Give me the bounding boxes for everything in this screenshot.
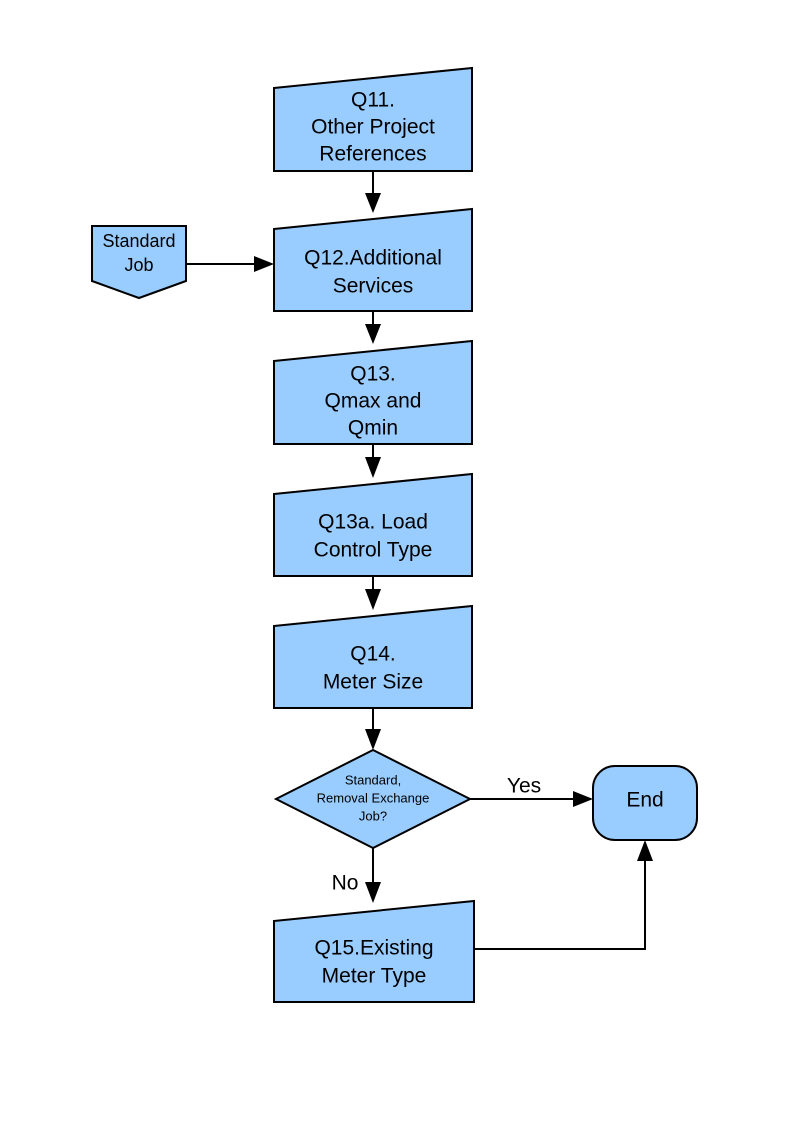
node-decision-line1: Standard, <box>345 772 401 787</box>
edge-q14-to-decision <box>365 708 381 750</box>
node-q14-line1: Q14. <box>350 643 396 666</box>
node-standard-job-line1: Standard <box>102 231 175 251</box>
node-q11-line2: Other Project <box>311 116 435 139</box>
node-q13[interactable]: Q13. Qmax and Qmin <box>273 339 473 445</box>
node-q15-line1: Q15.Existing <box>314 937 433 960</box>
node-standard-job[interactable]: Standard Job <box>91 225 187 300</box>
node-q14-line2: Meter Size <box>323 671 423 694</box>
node-q13-line2: Qmax and <box>325 390 422 413</box>
node-q13-line3: Qmin <box>348 417 398 440</box>
edge-q13-to-q13a <box>365 444 381 478</box>
node-standard-job-line2: Job <box>124 255 153 275</box>
node-decision-line2: Removal Exchange <box>317 790 430 805</box>
edge-q15-to-end <box>474 840 653 950</box>
node-q11-line1: Q11. <box>351 89 395 112</box>
node-q12-line1: Q12.Additional <box>304 247 442 270</box>
node-end-label: End <box>626 789 663 812</box>
edge-decision-to-q15-no <box>365 848 381 903</box>
node-q13-line1: Q13. <box>350 363 396 386</box>
edge-standard-job-to-q12 <box>187 256 274 272</box>
node-q15[interactable]: Q15.Existing Meter Type <box>273 899 475 1003</box>
node-decision[interactable]: Standard, Removal Exchange Job? <box>273 748 473 850</box>
edge-q11-to-q12 <box>365 171 381 213</box>
node-q13a[interactable]: Q13a. Load Control Type <box>273 472 473 577</box>
node-q11[interactable]: Q11. Other Project References <box>273 66 473 172</box>
edge-q12-to-q13 <box>365 311 381 344</box>
edge-decision-to-end-yes <box>470 791 593 807</box>
edge-q13a-to-q14 <box>365 576 381 610</box>
node-decision-line3: Job? <box>359 808 387 823</box>
node-q12-line2: Services <box>333 275 414 298</box>
node-q13a-line2: Control Type <box>314 539 433 562</box>
node-q13a-line1: Q13a. Load <box>318 511 428 534</box>
edge-label-no: No <box>332 872 359 895</box>
edge-label-yes: Yes <box>507 775 541 798</box>
node-q15-line2: Meter Type <box>322 965 427 988</box>
node-end[interactable]: End <box>592 765 698 841</box>
node-q12[interactable]: Q12.Additional Services <box>273 207 473 312</box>
node-q14[interactable]: Q14. Meter Size <box>273 604 473 709</box>
node-q11-line3: References <box>319 143 426 166</box>
